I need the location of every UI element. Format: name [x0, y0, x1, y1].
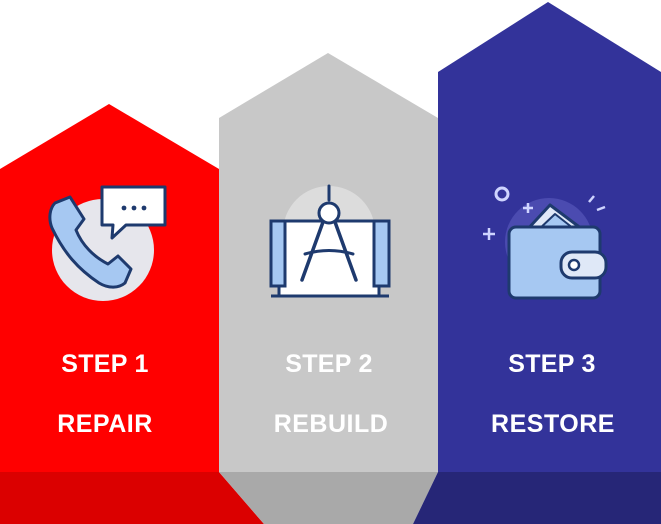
step-1-base	[0, 472, 264, 524]
blueprint-compass-icon	[269, 184, 391, 298]
phone-chat-icon	[48, 185, 167, 301]
step-3-label: STEP 3	[508, 350, 596, 378]
step-3-base	[413, 472, 661, 524]
step-2-title: REBUILD	[273, 410, 389, 438]
step-2-label: STEP 2	[285, 350, 373, 378]
wallet-money-icon	[483, 186, 608, 300]
step-1-label: STEP 1	[61, 350, 149, 378]
step-3-title: RESTORE	[491, 410, 615, 438]
step-2-base	[219, 472, 438, 524]
step-1-title: REPAIR	[57, 410, 153, 438]
